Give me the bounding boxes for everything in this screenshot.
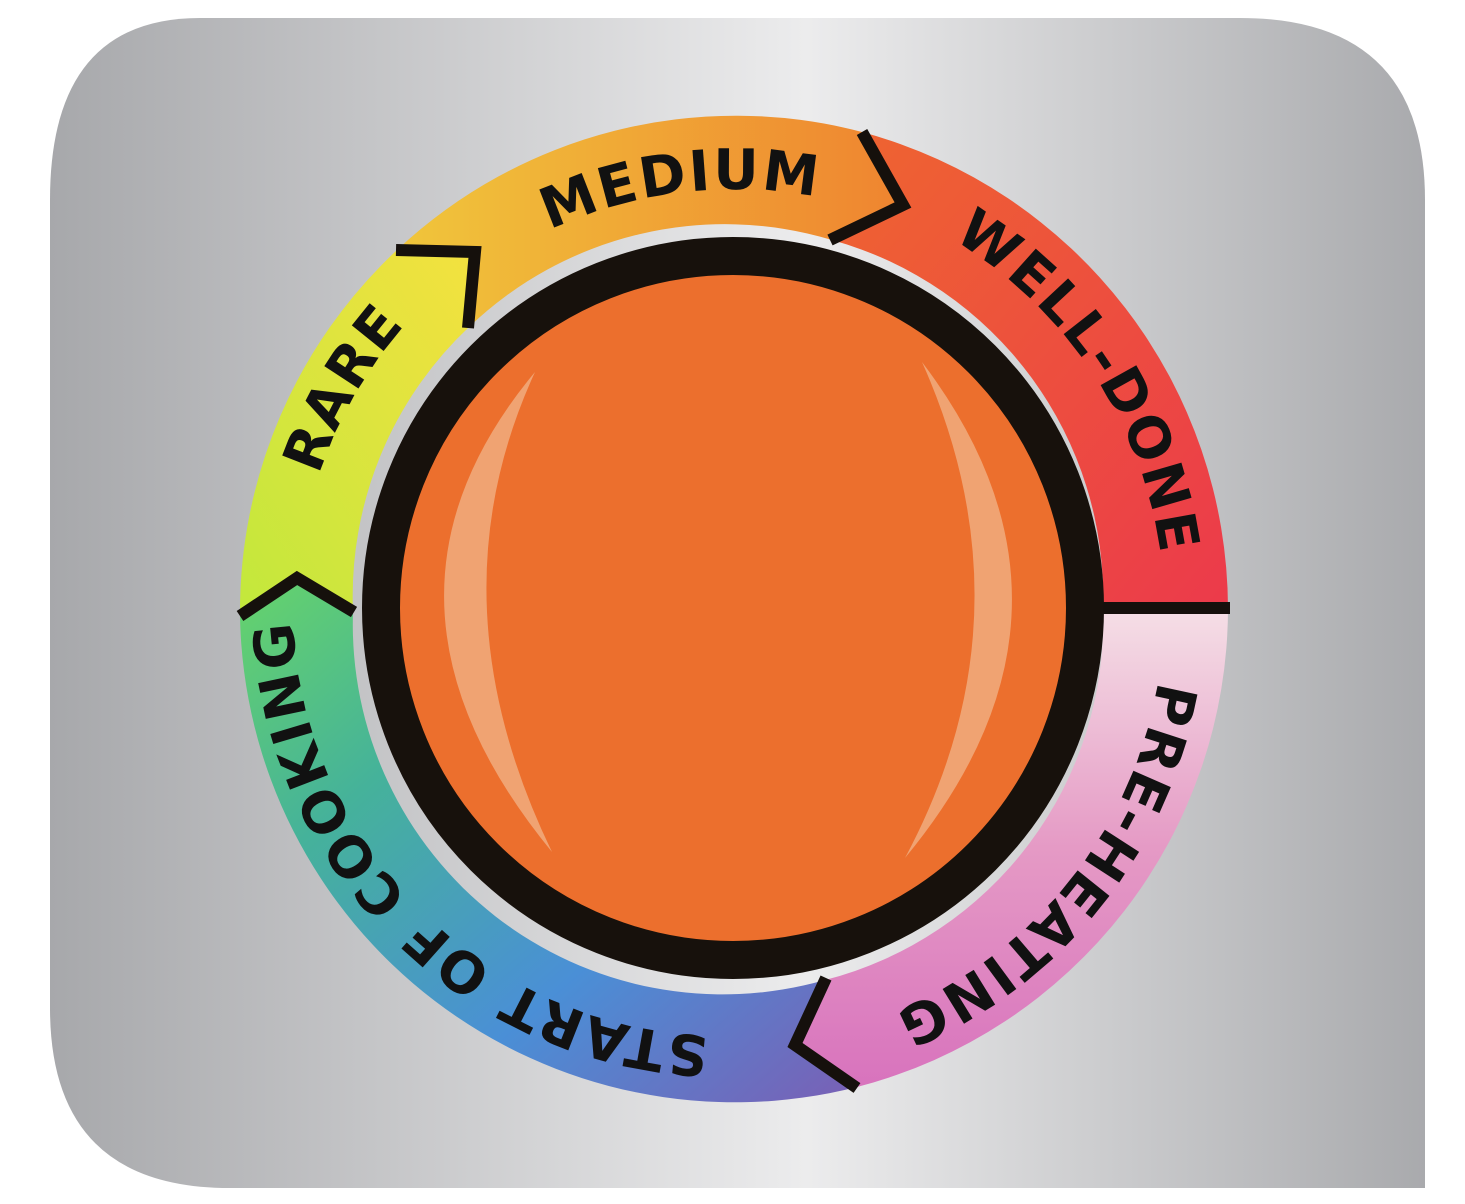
left-highlight xyxy=(444,372,552,852)
segment-rare xyxy=(239,250,475,616)
segment-pre-heating xyxy=(795,608,1228,1087)
center-button xyxy=(362,237,1104,979)
stage-dividers xyxy=(236,129,1230,1093)
segment-well-done xyxy=(832,132,1228,608)
right-highlight xyxy=(905,362,1012,858)
segment-medium xyxy=(397,115,903,327)
